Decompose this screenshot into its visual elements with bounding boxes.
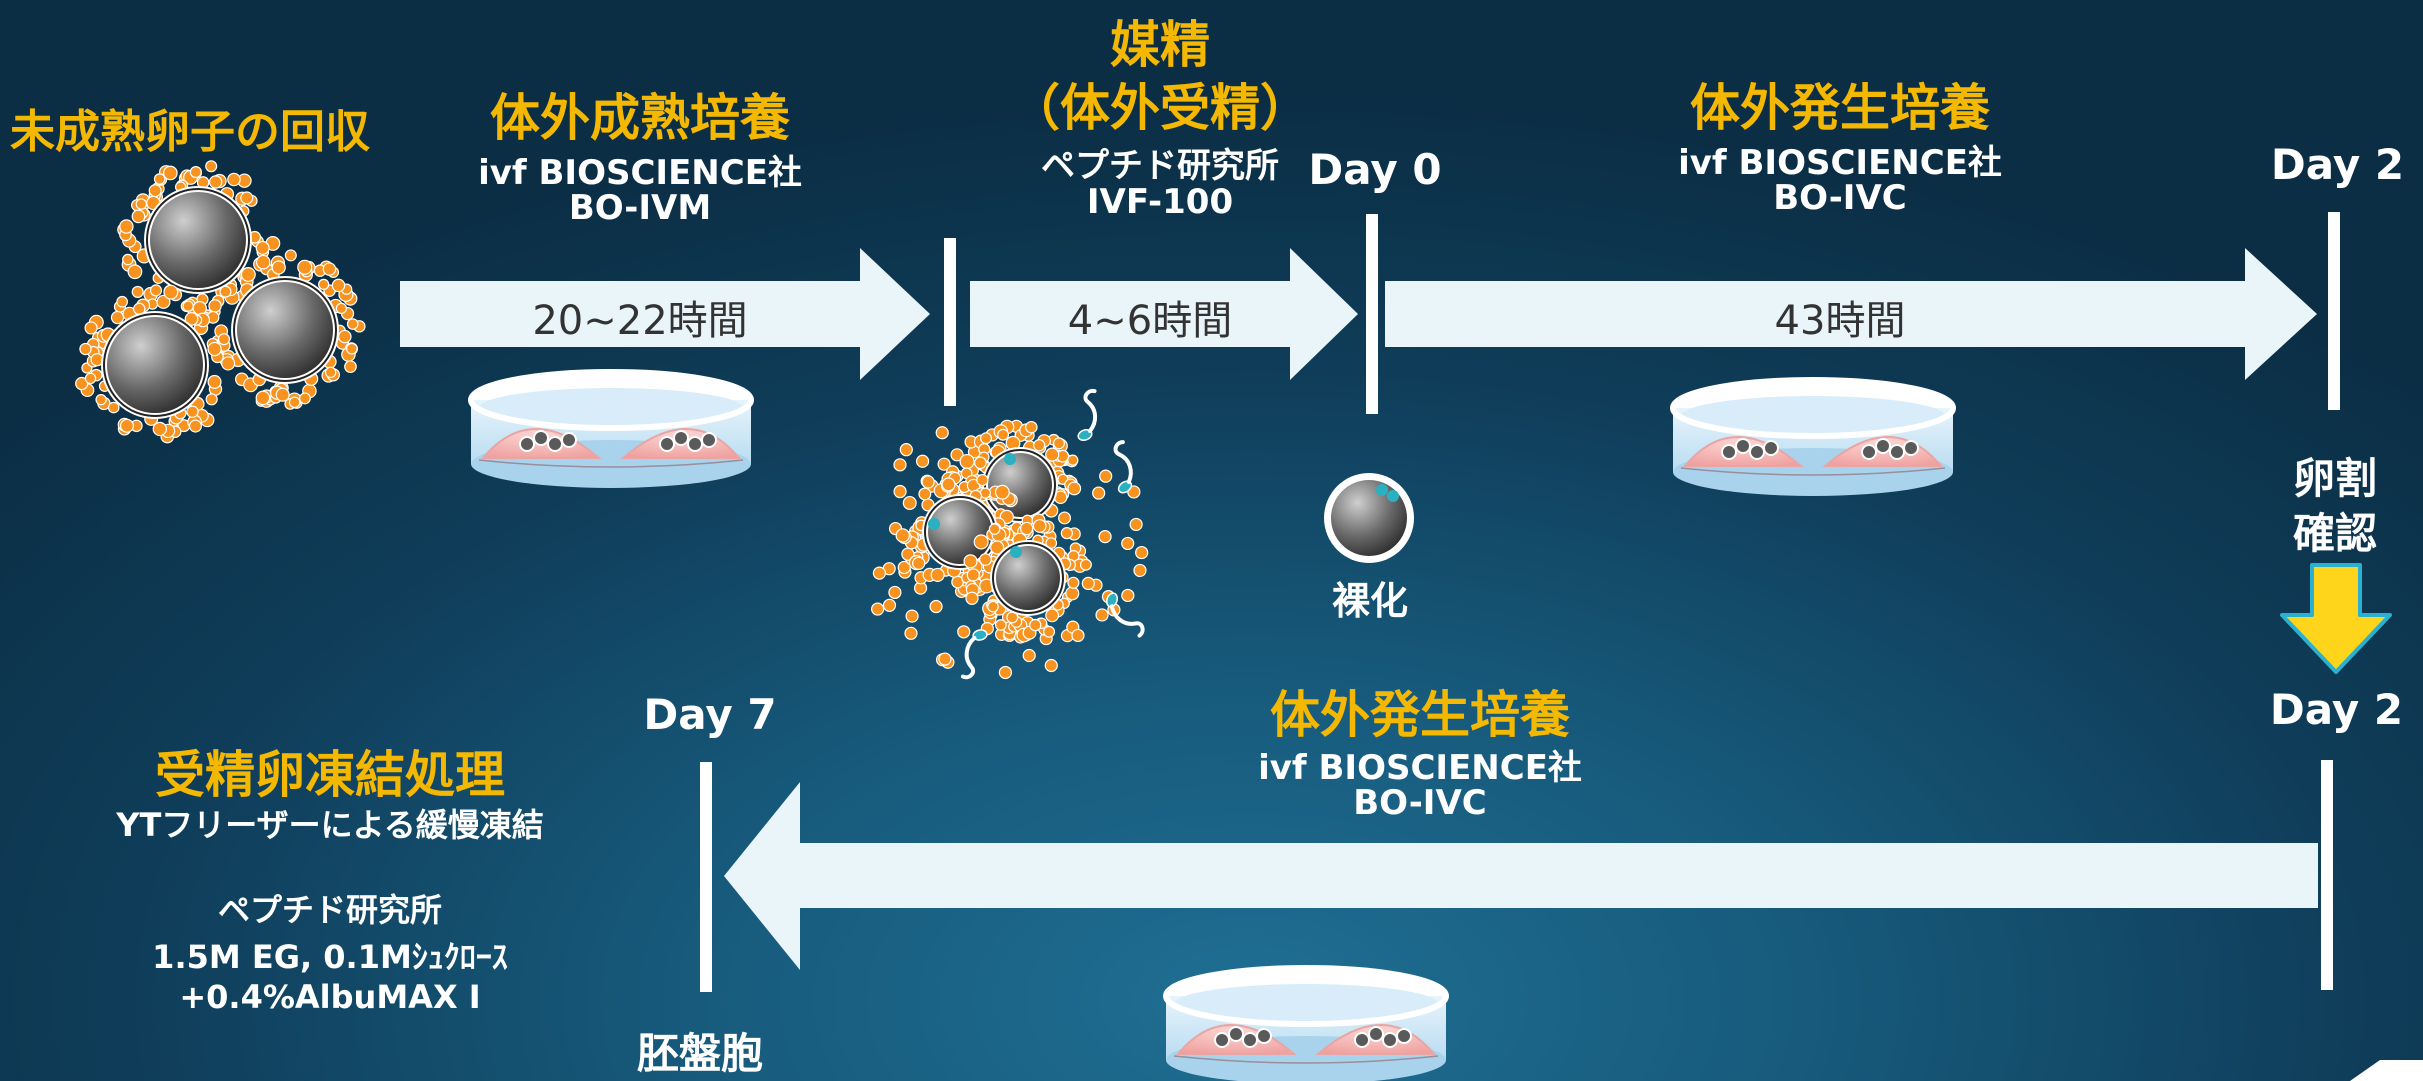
blastocyst-label: 胚盤胞	[636, 1029, 763, 1078]
duration-insemination: 4~6時間	[1067, 298, 1233, 344]
duration-ivm: 20~22時間	[532, 298, 748, 344]
freezing-method: YTフリーザーによる緩慢凍結	[116, 806, 544, 844]
vendor-insemination: ペプチド研究所	[1041, 146, 1279, 186]
vendor-ivm: ivf BIOSCIENCE社	[478, 153, 802, 193]
cleavage-label-line1: 卵割	[2292, 454, 2377, 503]
dish-ivm	[471, 372, 751, 488]
arrow-insemination	[970, 248, 1358, 380]
denuded-label: 裸化	[1331, 579, 1408, 623]
dish-ivc-first	[1673, 380, 1953, 496]
cleavage-label-line2: 確認	[2292, 509, 2377, 558]
freezing-medium-line2: +0.4%AlbuMAX Ⅰ	[179, 978, 481, 1016]
dish-ivc-second	[1166, 968, 1446, 1081]
title-ivc-second: 体外発生培養	[1270, 686, 1570, 744]
separator-day7	[700, 762, 712, 992]
arrow-ivm	[400, 248, 930, 380]
title-ivm: 体外成熟培養	[490, 89, 790, 147]
product-ivc-second: BO-IVC	[1353, 783, 1487, 823]
title-insemination-sub: （体外受精）	[1010, 79, 1310, 137]
product-ivc-first: BO-IVC	[1773, 178, 1907, 218]
denuded-zygote-illustration	[1324, 473, 1414, 563]
separator-day2-bottom	[2321, 760, 2333, 990]
separator-day0	[1366, 214, 1378, 414]
down-arrow	[2280, 563, 2392, 674]
separator-day2-top	[2328, 212, 2340, 410]
corner-logo	[2350, 1060, 2423, 1081]
title-ivc-first: 体外発生培養	[1690, 79, 1990, 137]
vendor-ivc-second: ivf BIOSCIENCE社	[1258, 748, 1582, 788]
day2-top-label: Day 2	[2270, 140, 2405, 189]
arrow-ivc-first	[1385, 248, 2317, 380]
day2-bottom-label: Day 2	[2269, 685, 2404, 734]
freezing-vendor: ペプチド研究所	[217, 891, 442, 929]
oocyte-cluster-illustration	[75, 160, 366, 444]
title-insemination: 媒精	[1110, 16, 1210, 74]
product-insemination: IVF-100	[1086, 182, 1234, 222]
duration-ivc-first: 43時間	[1774, 298, 1906, 344]
day7-label: Day 7	[643, 690, 777, 739]
day0-label: Day 0	[1308, 145, 1442, 194]
freezing-medium-line1: 1.5M EG, 0.1Mｼｭｸﾛｰｽ	[152, 938, 508, 976]
vendor-ivc-first: ivf BIOSCIENCE社	[1678, 143, 2002, 183]
fertilization-illustration	[871, 419, 1149, 680]
title-freezing: 受精卵凍結処理	[155, 746, 505, 804]
separator-ivm-end	[944, 238, 956, 406]
arrow-ivc-second	[724, 782, 2318, 970]
title-oocyte-retrieval: 未成熟卵子の回収	[10, 105, 371, 158]
product-ivm: BO-IVM	[568, 188, 712, 228]
